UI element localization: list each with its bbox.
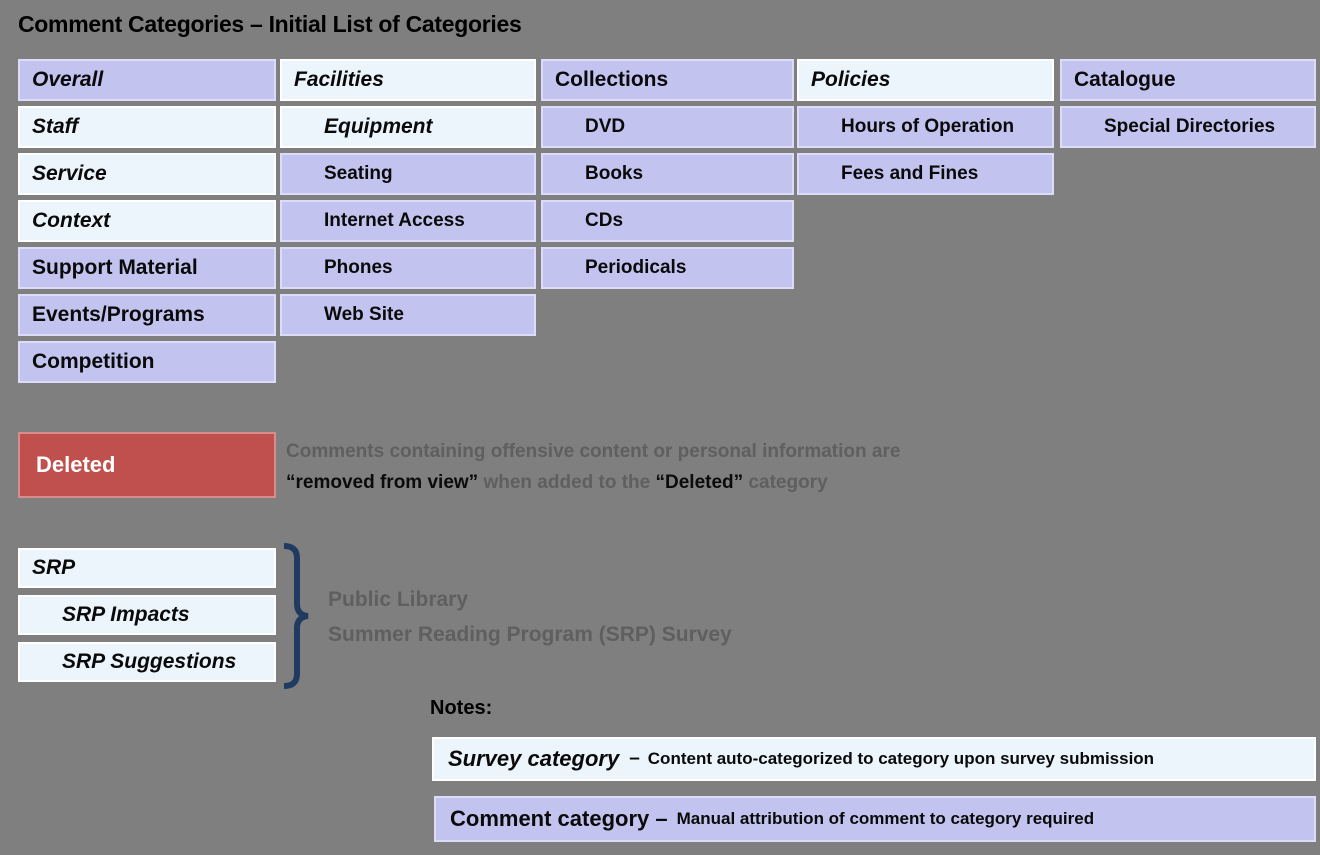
category-box-web-site: Web Site <box>280 294 536 336</box>
category-box-competition: Competition <box>18 341 276 383</box>
srp-caption: Public Library Summer Reading Program (S… <box>328 582 732 652</box>
category-box-overall: Overall <box>18 59 276 101</box>
notes-heading: Notes: <box>430 697 493 719</box>
category-box-context: Context <box>18 200 276 242</box>
note-survey-category: Survey category – Content auto-categoriz… <box>432 737 1316 781</box>
deleted-annotation: Comments containing offensive content or… <box>286 436 986 498</box>
category-box-cds: CDs <box>541 200 794 242</box>
category-box-facilities: Facilities <box>280 59 536 101</box>
survey-note-title: Survey category <box>448 746 620 771</box>
page-title: Comment Categories – Initial List of Cat… <box>18 11 522 37</box>
srp-caption-line2: Summer Reading Program (SRP) Survey <box>328 623 732 646</box>
deleted-annotation-segment: Comments containing offensive content or… <box>286 441 901 462</box>
category-box-staff: Staff <box>18 106 276 148</box>
category-box-internet-access: Internet Access <box>280 200 536 242</box>
srp-caption-line1: Public Library <box>328 588 469 611</box>
category-box-phones: Phones <box>280 247 536 289</box>
category-box-books: Books <box>541 153 794 195</box>
deleted-annotation-segment: “removed from view” <box>286 472 479 493</box>
deleted-annotation-segment: “Deleted” <box>655 472 744 493</box>
category-box-equipment: Equipment <box>280 106 536 148</box>
category-box-special-directories: Special Directories <box>1060 106 1316 148</box>
category-box-catalogue: Catalogue <box>1060 59 1316 101</box>
category-box-hours-of-operation: Hours of Operation <box>797 106 1054 148</box>
category-box-dvd: DVD <box>541 106 794 148</box>
deleted-label: Deleted <box>36 452 116 477</box>
deleted-annotation-segment: category <box>743 472 828 493</box>
category-box-policies: Policies <box>797 59 1054 101</box>
note-comment-category: Comment category – Manual attribution of… <box>434 796 1316 842</box>
category-box-fees-and-fines: Fees and Fines <box>797 153 1054 195</box>
survey-note-dash: – <box>629 748 640 769</box>
deleted-annotation-segment: when added to the <box>478 472 656 493</box>
category-box-deleted: Deleted <box>18 432 276 498</box>
right-brace-icon <box>283 543 309 689</box>
survey-note-description: Content auto-categorized to category upo… <box>647 749 1155 768</box>
category-box-srp-impacts: SRP Impacts <box>18 595 276 635</box>
comment-note-title: Comment category – <box>450 806 668 831</box>
category-box-srp: SRP <box>18 548 276 588</box>
category-box-service: Service <box>18 153 276 195</box>
category-box-srp-suggestions: SRP Suggestions <box>18 642 276 682</box>
category-box-support-material: Support Material <box>18 247 276 289</box>
category-box-collections: Collections <box>541 59 794 101</box>
category-box-seating: Seating <box>280 153 536 195</box>
category-box-periodicals: Periodicals <box>541 247 794 289</box>
comment-note-description: Manual attribution of comment to categor… <box>676 809 1095 828</box>
category-box-events-programs: Events/Programs <box>18 294 276 336</box>
